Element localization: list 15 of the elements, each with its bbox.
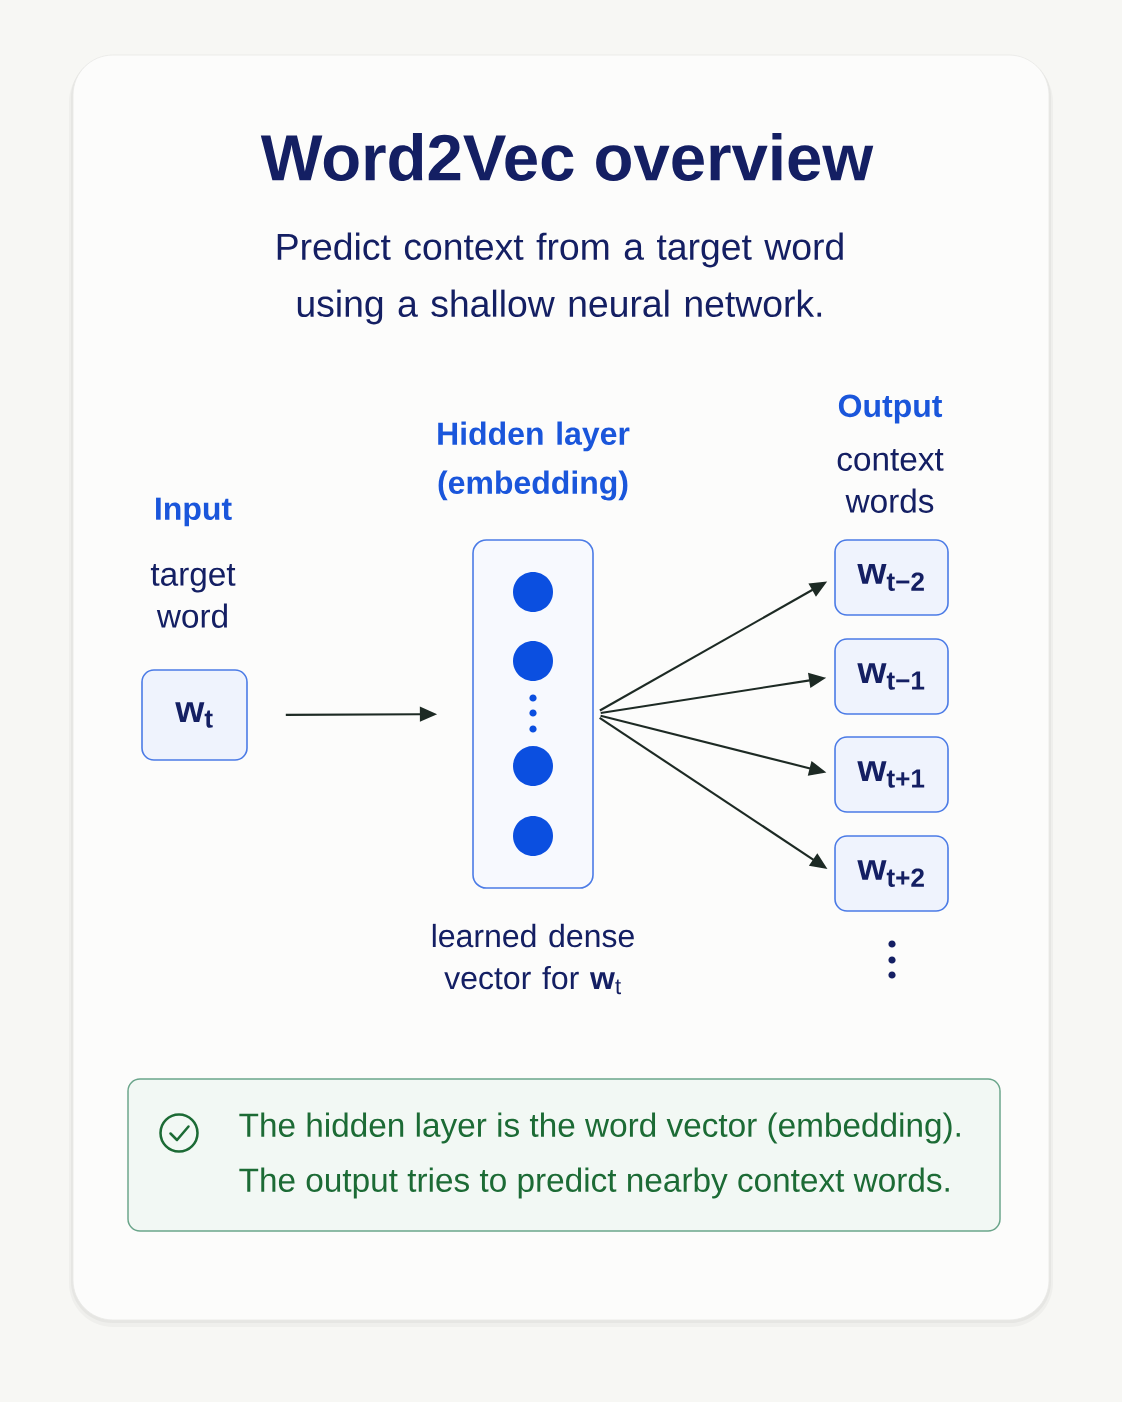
caption-text: learned dense vector for w$_{t}$ <box>432 923 634 995</box>
column-heading: Hidden layer (embedding) <box>438 421 630 501</box>
word-box: w$_{t+1}$ <box>834 736 949 813</box>
word-box: w$_{t−1}$ <box>834 638 949 715</box>
column-subheading: target word <box>150 564 236 628</box>
subtitle: Predict context from a target word using a shallow neural network. <box>277 232 843 325</box>
word-box: w$_{t−2}$ <box>834 539 949 616</box>
title: Word2Vec overview <box>260 133 874 181</box>
note-text: The hidden layer is the word vector (embedding). <box>239 1112 960 1144</box>
column-heading: Input <box>156 497 232 527</box>
column-heading: Output <box>838 394 943 424</box>
word-box: w$_{t+2}$ <box>834 835 949 912</box>
note-box <box>127 1078 1001 1232</box>
word-box: w$_{t}$ <box>141 669 248 761</box>
note-text: The output tries to predict nearby context words. <box>239 1167 949 1199</box>
